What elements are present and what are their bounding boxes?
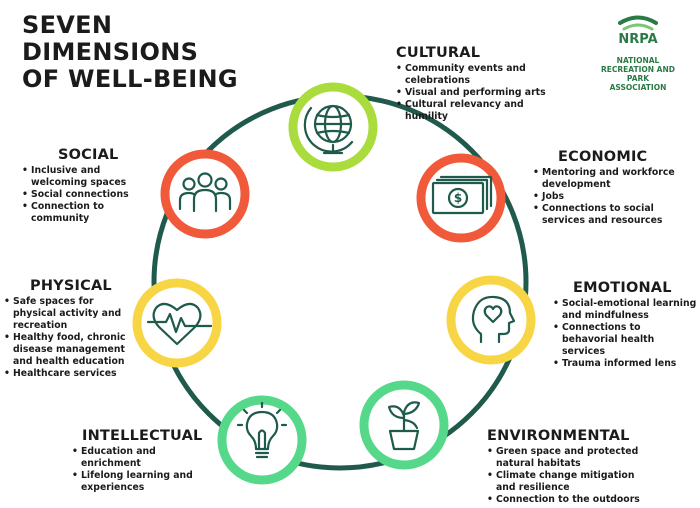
nrpa-logo-mark: NRPA: [618, 15, 658, 47]
heart-pulse-icon: [146, 302, 213, 346]
intellectual-node: [217, 395, 307, 485]
dollar-bill-icon: $: [431, 175, 493, 215]
intellectual-block: INTELLECTUAL Education and enrichment Li…: [72, 428, 212, 494]
cultural-block: CULTURAL Community events and celebratio…: [396, 45, 596, 123]
social-title: SOCIAL: [58, 147, 119, 163]
list-item: Connections to behavorial health service…: [553, 322, 698, 358]
potted-plant-icon: [387, 401, 421, 451]
intellectual-list: Education and enrichment Lifelong learni…: [72, 446, 212, 494]
economic-list: Mentoring and workforce development Jobs…: [533, 167, 693, 227]
physical-title: PHYSICAL: [30, 278, 112, 294]
head-heart-icon: [471, 295, 516, 344]
environmental-node: [359, 380, 449, 470]
list-item: Connection to the outdoors: [487, 494, 657, 506]
title-line: SEVEN: [22, 11, 113, 39]
nrpa-logo: NRPA NATIONAL RECREATION AND PARK ASSOCI…: [590, 8, 686, 92]
list-item: Education and enrichment: [72, 446, 212, 470]
list-item: Community events and celebrations: [396, 63, 535, 87]
list-item: Lifelong learning and experiences: [72, 470, 201, 494]
emotional-title: EMOTIONAL: [573, 280, 672, 296]
intellectual-ring: [217, 395, 307, 485]
logo-org-line: ASSOCIATION: [609, 83, 667, 92]
list-item: Mentoring and workforce development: [533, 167, 682, 191]
logo-org-line: RECREATION AND PARK: [600, 65, 675, 83]
environmental-title: ENVIRONMENTAL: [487, 428, 630, 444]
cultural-list: Community events and celebrations Visual…: [396, 63, 596, 123]
list-item: Social-emotional learning and mindfulnes…: [553, 298, 698, 322]
list-item: Inclusive and welcoming spaces: [22, 165, 156, 189]
list-item: Connection to community: [22, 201, 162, 225]
social-block: SOCIAL Inclusive and welcoming spaces So…: [22, 147, 162, 225]
list-item: Visual and performing arts: [396, 87, 596, 99]
economic-title: ECONOMIC: [558, 149, 648, 165]
cultural-ring: [288, 82, 378, 172]
list-item: Healthcare services: [4, 368, 139, 380]
social-list: Inclusive and welcoming spaces Social co…: [22, 165, 162, 225]
logo-org-name: NATIONAL RECREATION AND PARK ASSOCIATION: [590, 56, 686, 92]
title-line: DIMENSIONS: [22, 38, 199, 66]
economic-node: $: [416, 153, 506, 243]
list-item: Safe spaces for physical activity and re…: [4, 296, 139, 332]
economic-block: ECONOMIC Mentoring and workforce develop…: [533, 149, 693, 227]
physical-block: PHYSICAL Safe spaces for physical activi…: [4, 278, 139, 380]
environmental-list: Green space and protected natural habita…: [487, 446, 657, 506]
physical-node: [132, 278, 222, 368]
globe-icon: [303, 104, 354, 155]
title-line: OF WELL-BEING: [22, 65, 238, 93]
list-item: Social connections: [22, 189, 162, 201]
list-item: Jobs: [533, 191, 693, 203]
emotional-node: [446, 275, 536, 365]
social-ring: [160, 149, 250, 239]
list-item: Green space and protected natural habita…: [487, 446, 641, 470]
page-title: SEVEN DIMENSIONS OF WELL-BEING: [22, 12, 238, 93]
emotional-list: Social-emotional learning and mindfulnes…: [553, 298, 698, 370]
list-item: Trauma informed lens: [553, 358, 698, 370]
list-item: Climate change mitigation and resilience: [487, 470, 646, 494]
list-item: Cultural relevancy and humility: [396, 99, 530, 123]
cultural-title: CULTURAL: [396, 45, 481, 61]
intellectual-title: INTELLECTUAL: [82, 428, 203, 444]
physical-list: Safe spaces for physical activity and re…: [4, 296, 139, 380]
emotional-block: EMOTIONAL Social-emotional learning and …: [553, 280, 698, 370]
lightbulb-icon: [236, 401, 288, 459]
list-item: Healthy food, chronic disease management…: [4, 332, 139, 368]
cultural-node: [288, 82, 378, 172]
people-group-icon: [178, 172, 232, 213]
logo-org-line: NATIONAL: [616, 56, 660, 65]
svg-text:$: $: [454, 191, 462, 205]
environmental-block: ENVIRONMENTAL Green space and protected …: [487, 428, 657, 506]
logo-acronym: NRPA: [618, 32, 657, 47]
social-node: [160, 149, 250, 239]
list-item: Connections to social services and resou…: [533, 203, 692, 227]
